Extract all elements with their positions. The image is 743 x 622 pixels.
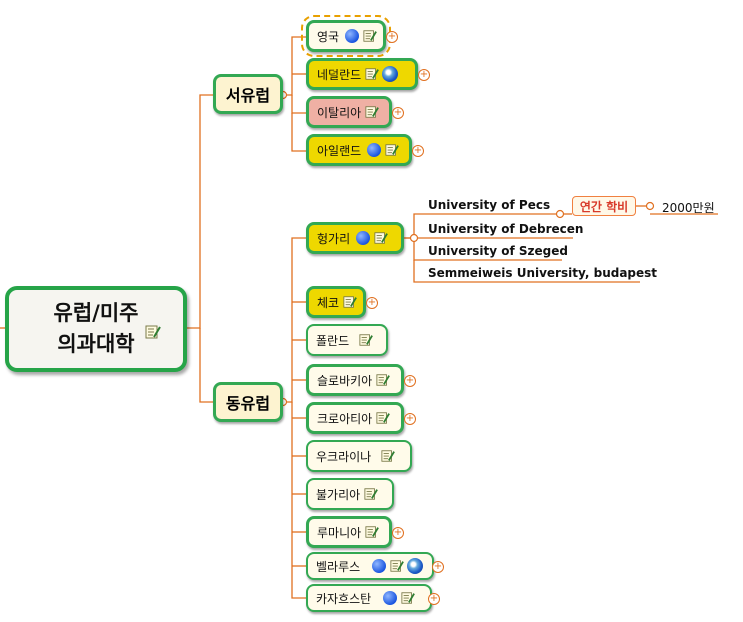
node-croatia[interactable]: 크로아티아 xyxy=(306,402,404,434)
blue-circle-icon xyxy=(345,29,360,43)
node-poland-label: 폴란드 xyxy=(316,333,350,348)
note-icon xyxy=(365,106,380,118)
root-topic[interactable]: 유럽/미주 의과대학 xyxy=(5,286,187,372)
leaf-university-pecs[interactable]: University of Pecs xyxy=(428,198,551,212)
expand-plus-icon[interactable]: + xyxy=(428,593,440,605)
node-netherlands-label: 네덜란드 xyxy=(317,67,362,82)
node-poland[interactable]: 폴란드 xyxy=(306,324,388,356)
note-icon xyxy=(376,412,391,424)
node-uk-label: 영국 xyxy=(317,29,340,44)
topic-west-europe-label: 서유럽 xyxy=(225,86,271,105)
node-romania[interactable]: 루마니아 xyxy=(306,516,392,548)
node-slovakia[interactable]: 슬로바키아 xyxy=(306,364,404,396)
note-icon xyxy=(363,30,377,42)
globe-icon xyxy=(407,558,424,574)
node-belarus-label: 벨라루스 xyxy=(316,559,361,574)
expand-plus-icon[interactable]: + xyxy=(432,561,444,573)
expand-plus-icon[interactable]: + xyxy=(418,69,430,81)
node-hungary[interactable]: 헝가리 xyxy=(306,222,404,254)
expand-plus-icon[interactable]: + xyxy=(412,145,424,157)
tuition-value[interactable]: 2000만원 xyxy=(662,201,715,215)
globe-icon xyxy=(382,66,399,82)
tuition-label-text: 연간 학비 xyxy=(579,199,629,214)
node-ukraine-label: 우크라이나 xyxy=(316,449,372,464)
node-hungary-label: 헝가리 xyxy=(317,231,351,246)
note-icon xyxy=(364,488,379,500)
node-croatia-label: 크로아티아 xyxy=(317,411,373,426)
topic-east-europe-label: 동유럽 xyxy=(225,394,271,413)
expand-plus-icon[interactable]: + xyxy=(392,107,404,119)
node-romania-label: 루마니아 xyxy=(317,525,362,540)
leaf-university-debrecen[interactable]: University of Debrecen xyxy=(428,222,584,236)
node-uk[interactable]: 영국 xyxy=(301,15,391,57)
blue-circle-icon xyxy=(372,559,387,573)
expand-plus-icon[interactable]: + xyxy=(404,375,416,387)
note-icon xyxy=(145,325,161,339)
note-icon xyxy=(343,296,357,308)
node-czech-label: 체코 xyxy=(317,295,340,310)
note-icon xyxy=(385,144,400,156)
root-title-line1: 유럽/미주 xyxy=(53,301,139,325)
node-bulgaria[interactable]: 불가리아 xyxy=(306,478,394,510)
node-italy-label: 이탈리아 xyxy=(317,105,362,120)
expand-plus-icon[interactable]: + xyxy=(366,297,378,309)
root-title-line2: 의과대학 xyxy=(57,332,135,356)
node-ireland-label: 아일랜드 xyxy=(317,143,362,158)
expand-plus-icon[interactable]: + xyxy=(386,31,398,43)
expand-plus-icon[interactable]: + xyxy=(404,413,416,425)
leaf-university-semmelweis[interactable]: Semmeiweis University, budapest xyxy=(428,266,658,280)
note-icon xyxy=(374,232,389,244)
node-bulgaria-label: 불가리아 xyxy=(316,487,361,502)
topic-east-europe[interactable]: 동유럽 xyxy=(213,382,283,422)
note-icon xyxy=(376,374,391,386)
node-kazakhstan[interactable]: 카자흐스탄 xyxy=(306,584,432,612)
node-ireland[interactable]: 아일랜드 xyxy=(306,134,412,166)
node-italy[interactable]: 이탈리아 xyxy=(306,96,392,128)
blue-circle-icon xyxy=(383,591,398,605)
note-icon xyxy=(365,526,380,538)
topic-west-europe[interactable]: 서유럽 xyxy=(213,74,283,114)
node-netherlands[interactable]: 네덜란드 xyxy=(306,58,418,90)
node-ukraine[interactable]: 우크라이나 xyxy=(306,440,412,472)
blue-circle-icon xyxy=(367,143,382,157)
leaf-university-szeged[interactable]: University of Szeged xyxy=(428,244,568,258)
tuition-label[interactable]: 연간 학비 xyxy=(572,196,636,216)
note-icon xyxy=(401,592,416,604)
node-slovakia-label: 슬로바키아 xyxy=(317,373,373,388)
node-czech[interactable]: 체코 xyxy=(306,286,366,318)
node-belarus[interactable]: 벨라루스 xyxy=(306,552,434,580)
blue-circle-icon xyxy=(356,231,371,245)
note-icon xyxy=(390,560,405,572)
expand-plus-icon[interactable]: + xyxy=(392,527,404,539)
note-icon xyxy=(359,334,374,346)
note-icon xyxy=(381,450,396,462)
node-kazakhstan-label: 카자흐스탄 xyxy=(316,591,372,606)
note-icon xyxy=(365,68,380,80)
